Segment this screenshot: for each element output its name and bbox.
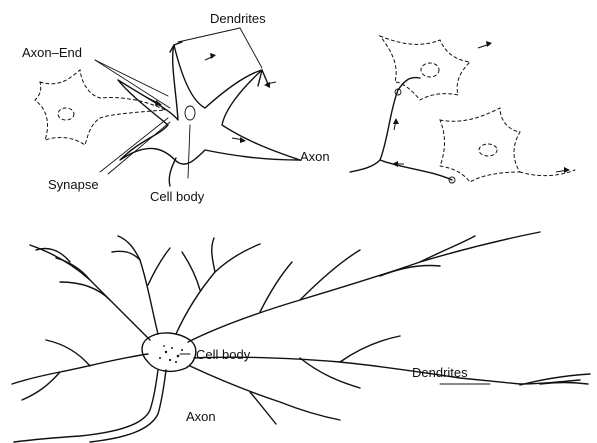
label-cell-body-top: Cell body <box>150 190 204 203</box>
top-right-dashed-neuron-nucleus <box>421 63 439 77</box>
label-dendrites-bottom: Dendrites <box>412 366 468 379</box>
signal-arrows-top <box>148 53 276 143</box>
label-synapse: Synapse <box>48 178 99 191</box>
central-neuron <box>118 42 300 186</box>
bottom-right-dashed-neuron-outline <box>440 108 520 182</box>
right-axon-fibre <box>350 78 455 184</box>
realistic-neuron-soma <box>142 333 196 371</box>
dendrite-branch <box>380 265 440 276</box>
label-axon-bottom: Axon <box>186 410 216 423</box>
dendrite-branch <box>46 340 90 366</box>
top-right-dashed-neuron <box>380 36 492 100</box>
leader-axon-end-2 <box>95 60 170 108</box>
dendrite-trunk <box>30 245 150 340</box>
right-axon <box>350 78 420 173</box>
label-axon-top: Axon <box>300 150 330 163</box>
bottom-right-dashed-neuron <box>440 108 575 182</box>
central-neuron-axon <box>169 158 176 186</box>
bottom-right-dashed-neuron-nucleus <box>479 144 497 156</box>
central-neuron-nucleus <box>185 106 195 120</box>
dendrite-branch <box>340 336 400 362</box>
dendrite-branch <box>148 248 170 285</box>
dendrite-trunk <box>12 354 148 384</box>
dendrite-trunk <box>176 244 260 334</box>
label-cell-body-bottom: Cell body <box>196 348 250 361</box>
dendrite-branch <box>56 258 90 280</box>
top-right-dashed-neuron-outline <box>380 36 470 100</box>
realistic-neuron-axon-sheath <box>90 370 166 442</box>
dendrite-branch <box>60 282 110 300</box>
leader-synapse-2 <box>108 122 170 174</box>
dendrite-branch <box>212 238 215 272</box>
leader-dendrites-1 <box>178 28 240 42</box>
realistic-neuron-drawing <box>12 232 590 442</box>
distal-dendrite <box>540 383 588 385</box>
leader-synapse <box>100 118 168 172</box>
dendrite-trunk <box>188 232 540 342</box>
leader-dendrites-2 <box>240 28 262 68</box>
arrow <box>486 41 492 47</box>
leader-cell-body <box>188 125 190 178</box>
dendrite-branch <box>182 252 200 290</box>
dendrite-trunk <box>118 236 158 334</box>
label-axon-end: Axon–End <box>22 46 82 59</box>
arrow <box>210 53 216 59</box>
label-dendrites-top: Dendrites <box>210 12 266 25</box>
dendrite-branch <box>300 250 360 300</box>
arrow <box>392 161 398 167</box>
arrow <box>393 118 399 124</box>
left-dashed-neuron-nucleus <box>58 108 74 120</box>
leader-axon-end <box>95 60 168 96</box>
left-dashed-neuron <box>35 70 165 145</box>
central-neuron-outline <box>118 45 300 164</box>
left-dashed-neuron-outline <box>35 70 165 145</box>
